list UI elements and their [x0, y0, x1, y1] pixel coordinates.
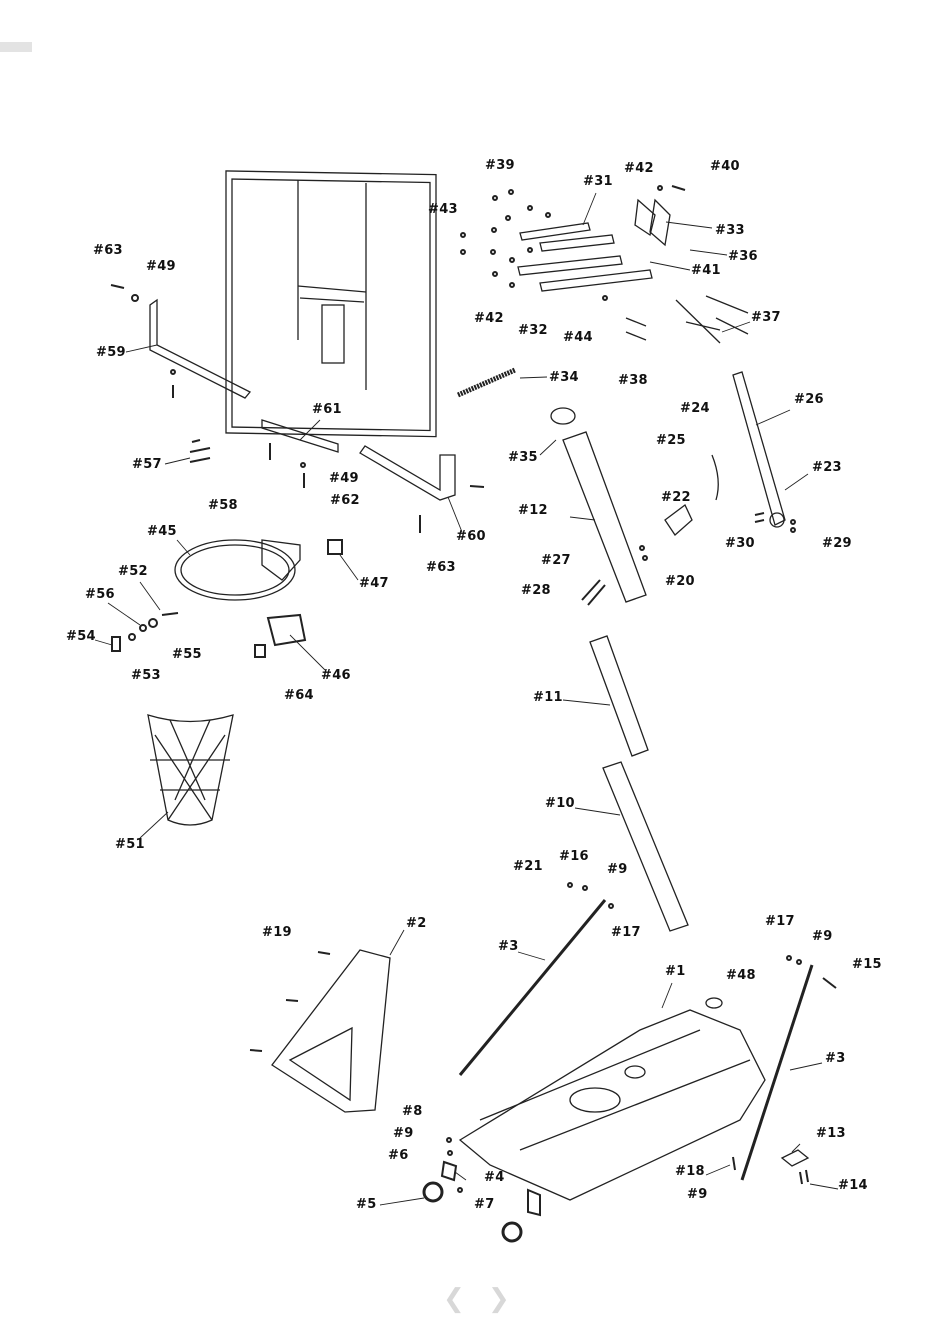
part-label: #9	[687, 1187, 708, 1202]
part-label: #3	[825, 1051, 846, 1066]
part-label: #42	[624, 161, 654, 176]
part-label: #6	[388, 1148, 409, 1163]
part-label: #25	[656, 433, 686, 448]
part-label: #32	[518, 323, 548, 338]
part-label: #13	[816, 1126, 846, 1141]
part-label: #49	[146, 259, 176, 274]
part-label: #42	[474, 311, 504, 326]
part-22	[665, 505, 692, 535]
bracket-60	[360, 446, 455, 500]
part-label: #57	[132, 457, 162, 472]
part-label: #29	[822, 536, 852, 551]
bolts-37-38	[626, 296, 748, 343]
pole-11	[590, 636, 648, 756]
part-label: #17	[765, 914, 795, 929]
part-label: #16	[559, 849, 589, 864]
part-label: #11	[533, 690, 563, 705]
part-label: #23	[812, 460, 842, 475]
part-label: #62	[330, 493, 360, 508]
part-label: #59	[96, 345, 126, 360]
part-label: #61	[312, 402, 342, 417]
bracket-59	[150, 300, 250, 398]
part-label: #7	[474, 1197, 495, 1212]
part-label: #38	[618, 373, 648, 388]
part-label: #40	[710, 159, 740, 174]
pole-3-left	[460, 900, 605, 1075]
part-label: #5	[356, 1197, 377, 1212]
part-label: #44	[563, 330, 593, 345]
part-label: #45	[147, 524, 177, 539]
part-label: #64	[284, 688, 314, 703]
chevron-left-icon[interactable]: ❮	[443, 1284, 465, 1314]
strap-25	[712, 455, 718, 500]
part-label: #58	[208, 498, 238, 513]
part-label: #4	[484, 1170, 505, 1185]
pole-12	[563, 432, 646, 602]
part-label: #9	[393, 1126, 414, 1141]
lever-26	[733, 372, 785, 525]
part-label: #39	[485, 158, 515, 173]
part-label: #19	[262, 925, 292, 940]
part-label: #9	[812, 929, 833, 944]
part-label: #26	[794, 392, 824, 407]
part-label: #63	[426, 560, 456, 575]
pole-3-right	[742, 965, 812, 1180]
part-label: #43	[428, 202, 458, 217]
arms-31-32	[518, 200, 670, 291]
part-label: #56	[85, 587, 115, 602]
part-label: #8	[402, 1104, 423, 1119]
part-label: #47	[359, 576, 389, 591]
part-label: #46	[321, 668, 351, 683]
part-label: #2	[406, 916, 427, 931]
part-label: #52	[118, 564, 148, 579]
part-label: #22	[661, 490, 691, 505]
chevron-right-icon[interactable]: ❯	[488, 1284, 510, 1314]
part-label: #34	[549, 370, 579, 385]
part-label: #15	[852, 957, 882, 972]
part-label: #60	[456, 529, 486, 544]
part-label: #12	[518, 503, 548, 518]
rim-45	[175, 540, 300, 600]
part-label: #48	[726, 968, 756, 983]
part-label: #27	[541, 553, 571, 568]
part-label: #17	[611, 925, 641, 940]
wheel-left	[424, 1183, 442, 1201]
part-label: #9	[607, 862, 628, 877]
part-label: #35	[508, 450, 538, 465]
washer-48	[706, 998, 722, 1008]
part-label: #41	[691, 263, 721, 278]
part-label: #55	[172, 647, 202, 662]
wheel-right	[503, 1223, 521, 1241]
part-label: #14	[838, 1178, 868, 1193]
part-label: #24	[680, 401, 710, 416]
backboard	[226, 171, 436, 437]
pole-10	[603, 762, 688, 931]
bracket-61	[262, 420, 338, 452]
part-label: #21	[513, 859, 543, 874]
part-label: #31	[583, 174, 613, 189]
part-label: #36	[728, 249, 758, 264]
part-label: #49	[329, 471, 359, 486]
part-label: #63	[93, 243, 123, 258]
part-label: #3	[498, 939, 519, 954]
part-label: #54	[66, 629, 96, 644]
part-label: #53	[131, 668, 161, 683]
plate-13	[782, 1150, 808, 1166]
part-label: #30	[725, 536, 755, 551]
spring-34	[458, 370, 515, 395]
net-51	[148, 715, 233, 825]
part-label: #51	[115, 837, 145, 852]
part-label: #1	[665, 964, 686, 979]
leader-lines	[95, 193, 838, 1205]
part-label: #10	[545, 796, 575, 811]
part-label: #33	[715, 223, 745, 238]
part-label: #20	[665, 574, 695, 589]
base-1	[460, 1010, 765, 1200]
part-label: #37	[751, 310, 781, 325]
part-label: #18	[675, 1164, 705, 1179]
part-label: #28	[521, 583, 551, 598]
